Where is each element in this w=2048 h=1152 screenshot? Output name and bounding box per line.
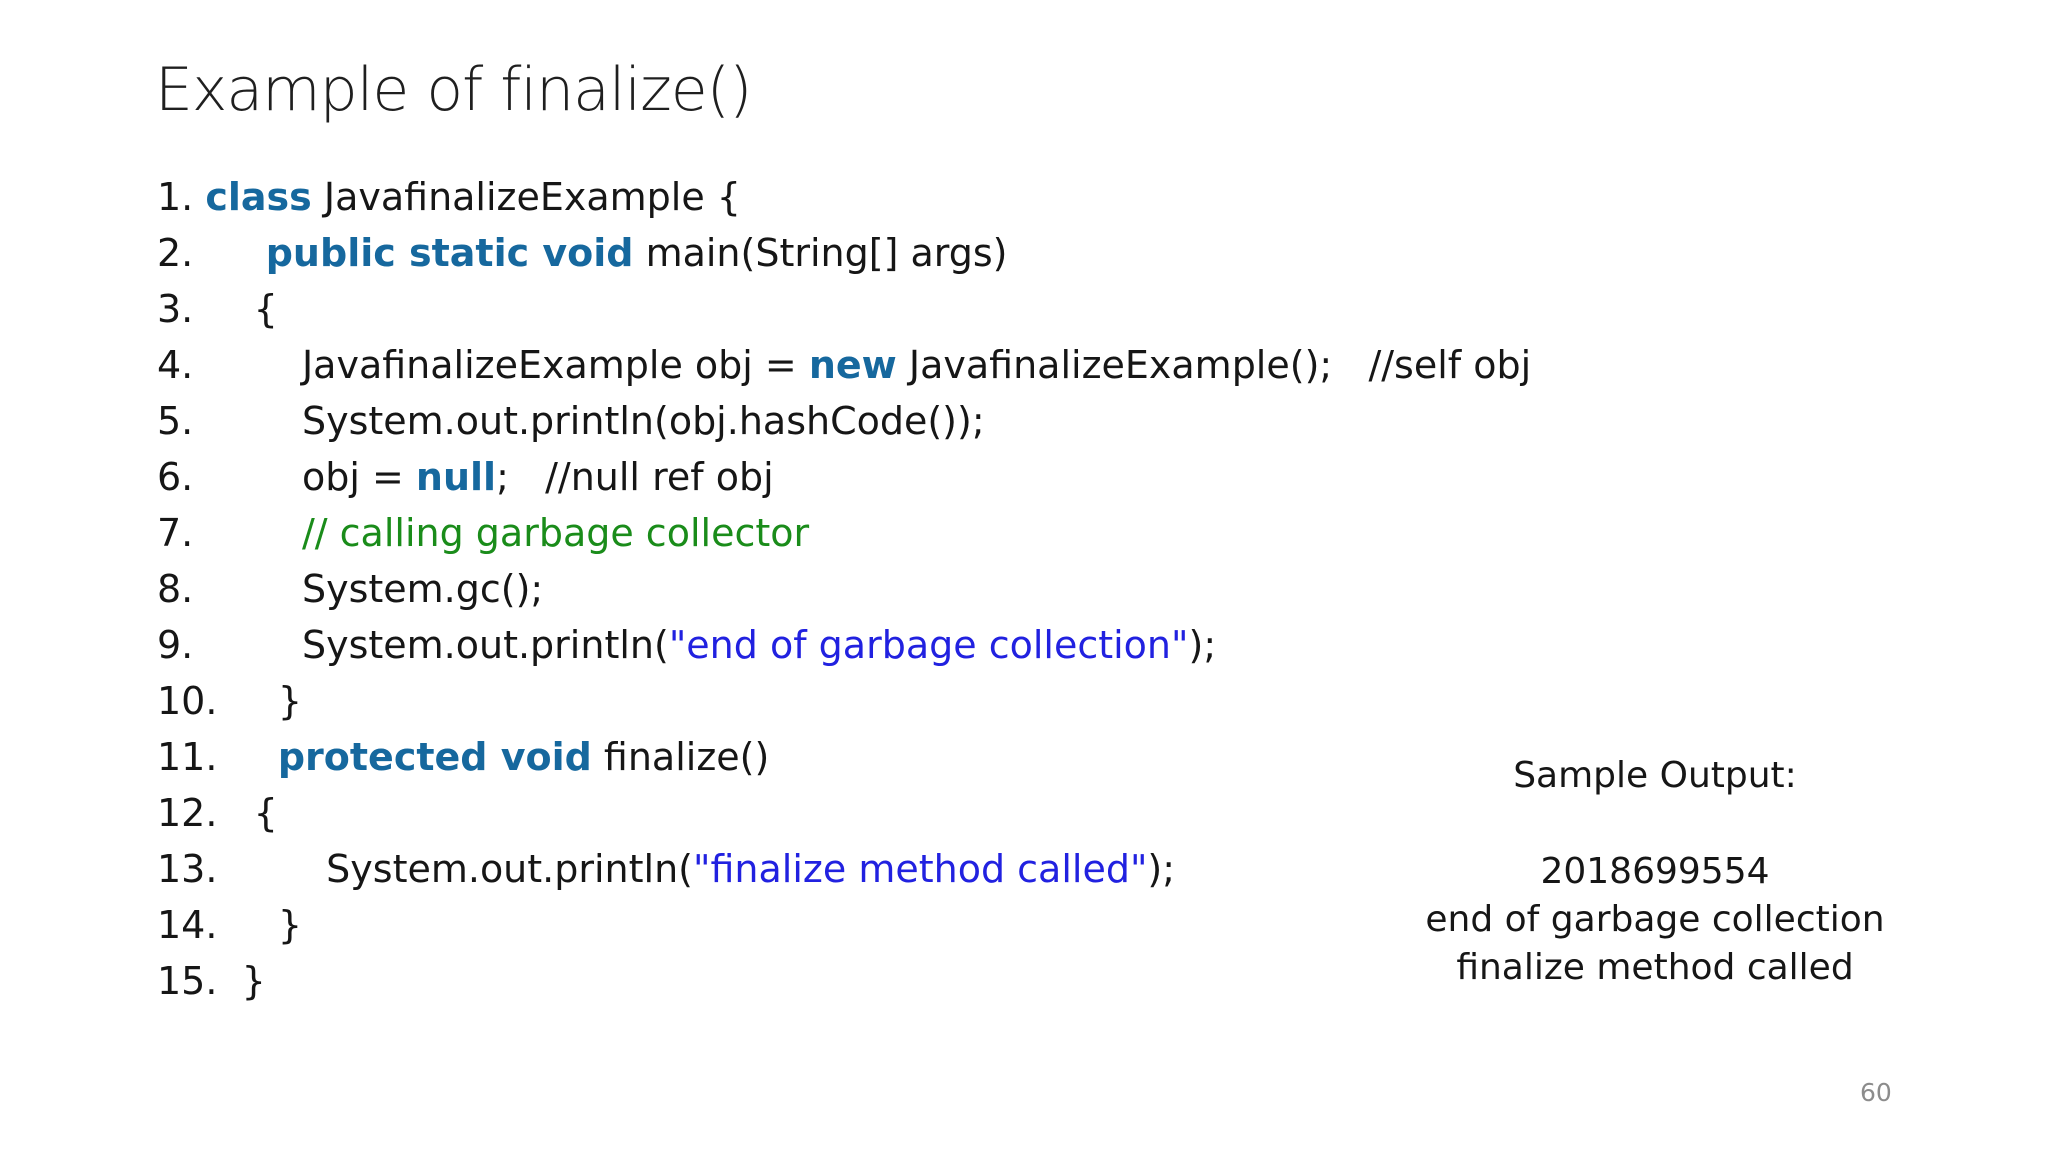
page-number: 60 bbox=[1860, 1078, 1892, 1107]
code-line-7: 7. // calling garbage collector bbox=[157, 505, 1531, 561]
code-string: "end of garbage collection" bbox=[668, 623, 1189, 667]
code-string: "finalize method called" bbox=[693, 847, 1148, 891]
line-number: 3. bbox=[157, 287, 254, 331]
code-line-3: 3. { bbox=[157, 281, 1531, 337]
code-text: main(String[] args) bbox=[633, 231, 1008, 275]
code-text: } bbox=[277, 679, 303, 723]
code-line-12: 12. { bbox=[157, 785, 1531, 841]
code-line-6: 6. obj = null; //null ref obj bbox=[157, 449, 1531, 505]
code-text: System.out.println(obj.hashCode()); bbox=[301, 399, 985, 443]
sample-output: Sample Output: 2018699554 end of garbage… bbox=[1355, 752, 1955, 992]
code-line-2: 2. public static void main(String[] args… bbox=[157, 225, 1531, 281]
code-text: obj = bbox=[301, 455, 416, 499]
code-text: System.out.println( bbox=[326, 847, 694, 891]
line-number: 2. bbox=[157, 231, 266, 275]
code-line-11: 11. protected void finalize() bbox=[157, 729, 1531, 785]
line-number: 13. bbox=[157, 847, 327, 891]
code-keyword: protected void bbox=[277, 735, 592, 779]
sample-output-line-2: end of garbage collection bbox=[1425, 899, 1885, 940]
code-keyword: public static void bbox=[265, 231, 634, 275]
code-text: JavafinalizeExample { bbox=[311, 175, 741, 219]
code-keyword: class bbox=[205, 175, 312, 219]
code-line-8: 8. System.gc(); bbox=[157, 561, 1531, 617]
code-line-9: 9. System.out.println("end of garbage co… bbox=[157, 617, 1531, 673]
line-number: 10. bbox=[157, 679, 278, 723]
code-comment: // calling garbage collector bbox=[301, 511, 810, 555]
code-text: ); bbox=[1147, 847, 1176, 891]
code-text: JavafinalizeExample obj = bbox=[301, 343, 809, 387]
code-text: ; //null ref obj bbox=[496, 455, 774, 499]
line-number: 9. bbox=[157, 623, 302, 667]
code-line-5: 5. System.out.println(obj.hashCode()); bbox=[157, 393, 1531, 449]
code-line-14: 14. } bbox=[157, 897, 1531, 953]
line-number: 11. bbox=[157, 735, 278, 779]
code-text: JavafinalizeExample(); //self obj bbox=[896, 343, 1532, 387]
code-line-10: 10. } bbox=[157, 673, 1531, 729]
line-number: 6. bbox=[157, 455, 302, 499]
code-keyword: null bbox=[415, 455, 497, 499]
sample-output-line-1: 2018699554 bbox=[1540, 851, 1770, 892]
slide-title: Example of finalize() bbox=[155, 55, 752, 125]
line-number: 4. bbox=[157, 343, 302, 387]
code-line-13: 13. System.out.println("finalize method … bbox=[157, 841, 1531, 897]
code-text: } bbox=[241, 959, 266, 1003]
code-text: System.out.println( bbox=[301, 623, 669, 667]
sample-output-heading: Sample Output: bbox=[1513, 755, 1797, 796]
code-text: ); bbox=[1188, 623, 1217, 667]
code-line-15: 15. } bbox=[157, 953, 1531, 1009]
sample-output-line-3: finalize method called bbox=[1456, 947, 1854, 988]
line-number: 15. bbox=[157, 959, 242, 1003]
code-block: 1. class JavafinalizeExample { 2. public… bbox=[157, 169, 1531, 1009]
code-text: System.gc(); bbox=[301, 567, 544, 611]
code-text: { bbox=[253, 791, 278, 835]
code-text: { bbox=[253, 287, 278, 331]
code-text: finalize() bbox=[591, 735, 770, 779]
line-number: 7. bbox=[157, 511, 302, 555]
code-line-1: 1. class JavafinalizeExample { bbox=[157, 169, 1531, 225]
code-text: } bbox=[277, 903, 303, 947]
line-number: 12. bbox=[157, 791, 254, 835]
code-line-4: 4. JavafinalizeExample obj = new Javafin… bbox=[157, 337, 1531, 393]
line-number: 5. bbox=[157, 399, 302, 443]
sample-output-spacer bbox=[1355, 800, 1955, 848]
code-keyword: new bbox=[808, 343, 897, 387]
line-number: 14. bbox=[157, 903, 278, 947]
line-number: 8. bbox=[157, 567, 302, 611]
line-number: 1. bbox=[157, 175, 206, 219]
